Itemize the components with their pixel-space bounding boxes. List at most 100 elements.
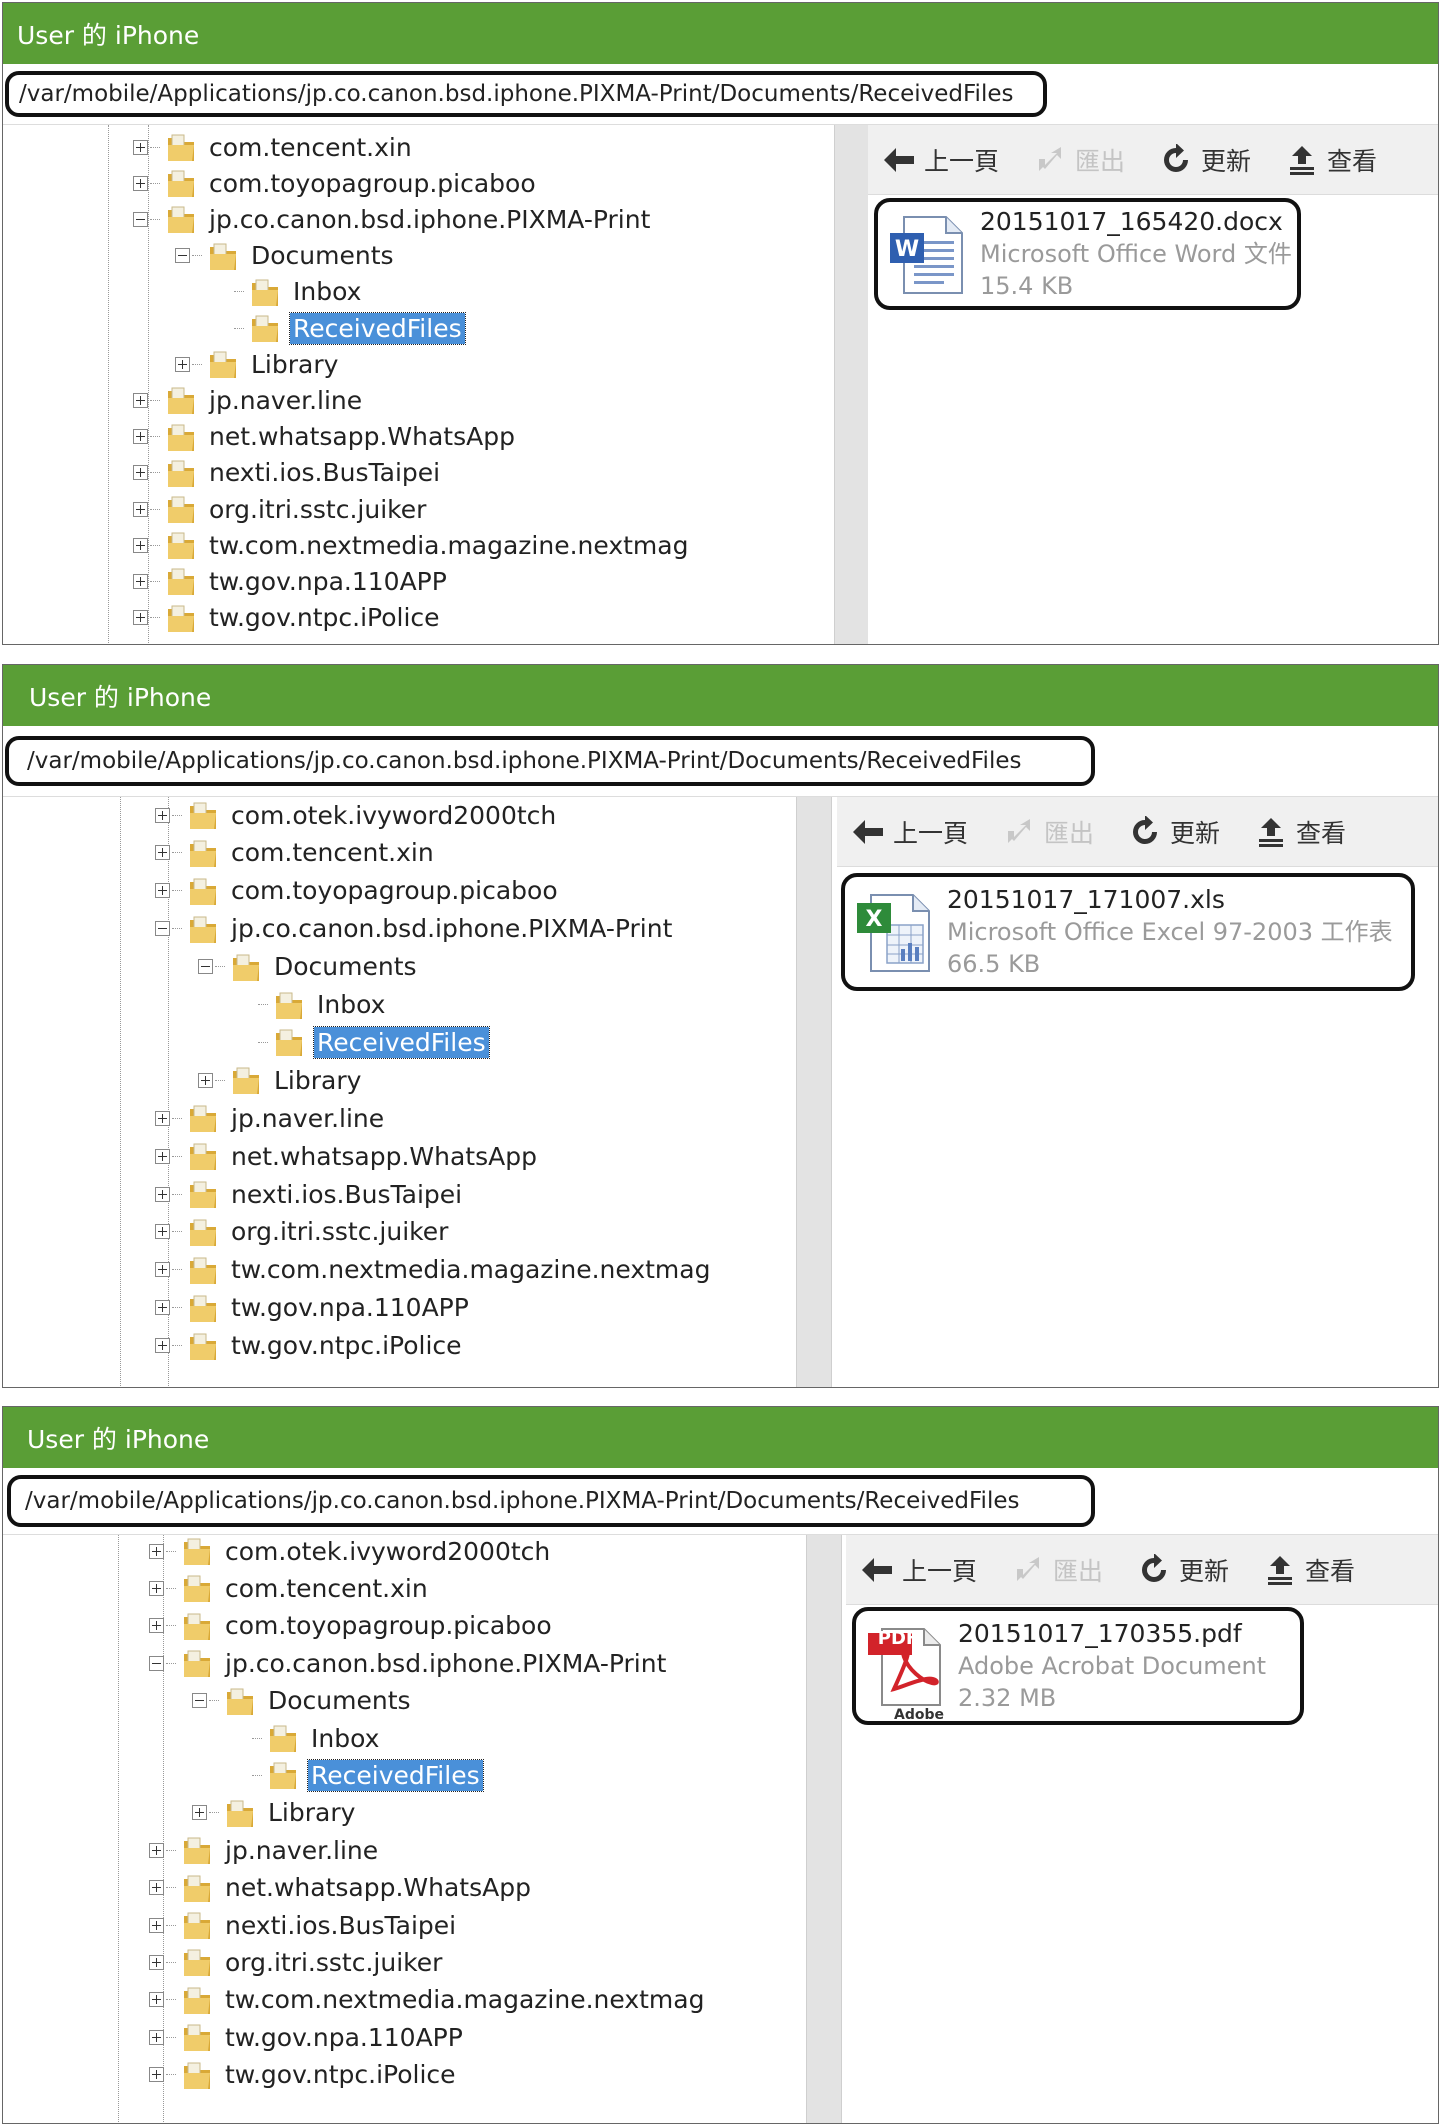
tree-node[interactable]: jp.naver.line xyxy=(155,1100,387,1136)
back-button[interactable]: 上一頁 xyxy=(882,142,999,178)
expand-toggle-icon[interactable] xyxy=(133,537,148,553)
tree-node[interactable]: Documents xyxy=(192,1683,414,1719)
tree-node[interactable]: ReceivedFiles xyxy=(217,310,466,346)
tree-node[interactable]: tw.gov.npa.110APP xyxy=(149,2019,466,2055)
tree-node[interactable]: com.toyopagroup.picaboo xyxy=(155,873,561,909)
export-button[interactable]: 匯出 xyxy=(1002,814,1094,850)
expand-toggle-icon[interactable] xyxy=(133,573,148,589)
tree-node[interactable]: jp.co.canon.bsd.iphone.PIXMA-Print xyxy=(133,201,653,237)
collapse-toggle-icon[interactable] xyxy=(198,959,213,975)
expand-toggle-icon[interactable] xyxy=(149,2029,164,2045)
tree-node[interactable]: net.whatsapp.WhatsApp xyxy=(149,1870,534,1906)
tree-node[interactable]: jp.naver.line xyxy=(133,382,365,418)
collapse-toggle-icon[interactable] xyxy=(155,921,170,937)
tree-node[interactable]: com.toyopagroup.picaboo xyxy=(133,165,539,201)
expand-toggle-icon[interactable] xyxy=(133,465,148,481)
expand-toggle-icon[interactable] xyxy=(192,1805,207,1821)
tree-node[interactable]: com.tencent.xin xyxy=(133,129,415,165)
tree-node[interactable]: Library xyxy=(192,1795,358,1831)
tree-node[interactable]: tw.gov.ntpc.iPolice xyxy=(133,600,443,636)
tree-node[interactable]: com.tencent.xin xyxy=(155,835,437,871)
expand-toggle-icon[interactable] xyxy=(149,1917,164,1933)
expand-toggle-icon[interactable] xyxy=(198,1072,213,1088)
expand-toggle-icon[interactable] xyxy=(133,501,148,517)
view-button[interactable]: 查看 xyxy=(1263,1552,1355,1588)
tree-node[interactable]: com.tencent.xin xyxy=(149,1570,431,1606)
tree-node[interactable]: Documents xyxy=(175,238,397,274)
expand-toggle-icon[interactable] xyxy=(155,807,170,823)
tree-node[interactable]: com.otek.ivyword2000tch xyxy=(155,797,559,833)
refresh-button[interactable]: 更新 xyxy=(1137,1552,1229,1588)
path-field[interactable]: /var/mobile/Applications/jp.co.canon.bsd… xyxy=(5,736,1095,786)
back-button[interactable]: 上一頁 xyxy=(860,1552,977,1588)
expand-toggle-icon[interactable] xyxy=(149,2067,164,2083)
export-button[interactable]: 匯出 xyxy=(1033,142,1125,178)
expand-toggle-icon[interactable] xyxy=(149,1543,164,1559)
expand-toggle-icon[interactable] xyxy=(155,1110,170,1126)
tree-node[interactable]: tw.gov.npa.110APP xyxy=(155,1290,472,1326)
file-item[interactable]: 20151017_170355.pdf Adobe Acrobat Docume… xyxy=(852,1607,1304,1725)
tree-node[interactable]: tw.com.nextmedia.magazine.nextmag xyxy=(155,1252,713,1288)
collapse-toggle-icon[interactable] xyxy=(133,211,148,227)
expand-toggle-icon[interactable] xyxy=(133,429,148,445)
tree-node[interactable]: tw.gov.ntpc.iPolice xyxy=(155,1328,465,1364)
file-item[interactable]: W 20151017_165420.docx Microsoft Office … xyxy=(874,198,1301,310)
tree-scrollbar[interactable] xyxy=(806,1535,842,2123)
expand-toggle-icon[interactable] xyxy=(155,1300,170,1316)
expand-toggle-icon[interactable] xyxy=(149,1880,164,1896)
expand-toggle-icon[interactable] xyxy=(155,1262,170,1278)
tree-node[interactable]: ReceivedFiles xyxy=(235,1757,484,1793)
expand-toggle-icon[interactable] xyxy=(155,883,170,899)
refresh-button[interactable]: 更新 xyxy=(1128,814,1220,850)
export-button[interactable]: 匯出 xyxy=(1011,1552,1103,1588)
expand-toggle-icon[interactable] xyxy=(149,1992,164,2008)
tree-node[interactable]: tw.gov.ntpc.iPolice xyxy=(149,2057,459,2093)
tree-node[interactable]: Inbox xyxy=(235,1720,382,1756)
expand-toggle-icon[interactable] xyxy=(149,1842,164,1858)
tree-node[interactable]: jp.co.canon.bsd.iphone.PIXMA-Print xyxy=(149,1645,669,1681)
tree-node[interactable]: jp.naver.line xyxy=(149,1832,381,1868)
tree-node[interactable]: ReceivedFiles xyxy=(241,1024,490,1060)
expand-toggle-icon[interactable] xyxy=(133,175,148,191)
file-item[interactable]: X 20151017_171007.xls Microsoft Office E… xyxy=(841,873,1415,991)
tree-node[interactable]: org.itri.sstc.juiker xyxy=(133,491,429,527)
view-button[interactable]: 查看 xyxy=(1285,142,1377,178)
expand-toggle-icon[interactable] xyxy=(133,610,148,626)
expand-toggle-icon[interactable] xyxy=(149,1954,164,1970)
tree-node[interactable]: net.whatsapp.WhatsApp xyxy=(133,419,518,455)
tree-node[interactable]: Library xyxy=(198,1062,364,1098)
refresh-button[interactable]: 更新 xyxy=(1159,142,1251,178)
path-field[interactable]: /var/mobile/Applications/jp.co.canon.bsd… xyxy=(7,1475,1095,1527)
expand-toggle-icon[interactable] xyxy=(133,139,148,155)
collapse-toggle-icon[interactable] xyxy=(149,1655,164,1671)
tree-node[interactable]: Library xyxy=(175,346,341,382)
tree-node[interactable]: jp.co.canon.bsd.iphone.PIXMA-Print xyxy=(155,911,675,947)
collapse-toggle-icon[interactable] xyxy=(175,248,190,264)
tree-node[interactable]: com.otek.ivyword2000tch xyxy=(149,1535,553,1569)
tree-node[interactable]: net.whatsapp.WhatsApp xyxy=(155,1138,540,1174)
tree-node[interactable]: tw.gov.npa.110APP xyxy=(133,563,450,599)
tree-node[interactable]: nexti.ios.BusTaipei xyxy=(133,455,443,491)
expand-toggle-icon[interactable] xyxy=(155,845,170,861)
expand-toggle-icon[interactable] xyxy=(155,1148,170,1164)
tree-node[interactable]: nexti.ios.BusTaipei xyxy=(149,1907,459,1943)
collapse-toggle-icon[interactable] xyxy=(192,1693,207,1709)
tree-node[interactable]: org.itri.sstc.juiker xyxy=(149,1944,445,1980)
expand-toggle-icon[interactable] xyxy=(149,1580,164,1596)
expand-toggle-icon[interactable] xyxy=(149,1618,164,1634)
tree-node[interactable]: Inbox xyxy=(241,987,388,1023)
back-button[interactable]: 上一頁 xyxy=(851,814,968,850)
tree-node[interactable]: tw.com.nextmedia.magazine.nextmag xyxy=(133,527,691,563)
expand-toggle-icon[interactable] xyxy=(155,1338,170,1354)
tree-node[interactable]: org.itri.sstc.juiker xyxy=(155,1214,451,1250)
expand-toggle-icon[interactable] xyxy=(175,356,190,372)
tree-node[interactable]: Inbox xyxy=(217,274,364,310)
tree-scrollbar[interactable] xyxy=(796,797,832,1387)
tree-node[interactable]: tw.com.nextmedia.magazine.nextmag xyxy=(149,1982,707,2018)
view-button[interactable]: 查看 xyxy=(1254,814,1346,850)
expand-toggle-icon[interactable] xyxy=(155,1224,170,1240)
tree-scrollbar[interactable] xyxy=(834,125,870,644)
tree-node[interactable]: nexti.ios.BusTaipei xyxy=(155,1176,465,1212)
tree-node[interactable]: com.toyopagroup.picaboo xyxy=(149,1608,555,1644)
tree-node[interactable]: Documents xyxy=(198,949,420,985)
